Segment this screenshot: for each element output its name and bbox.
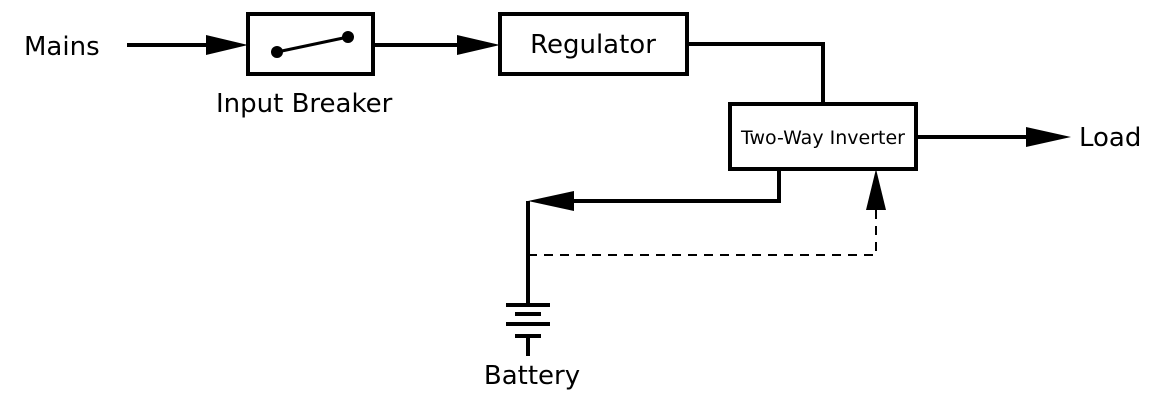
battery-to-inverter-dashed-line <box>528 169 886 256</box>
mains-to-breaker-arrow <box>127 35 248 55</box>
inverter-to-load-arrow <box>916 127 1071 147</box>
regulator-block: Regulator <box>498 12 689 76</box>
input-breaker-block <box>246 12 375 76</box>
battery-label: Battery <box>484 361 580 391</box>
regulator-to-inverter-line <box>687 42 825 104</box>
battery-icon <box>506 303 550 356</box>
regulator-label: Regulator <box>530 30 656 60</box>
load-label: Load <box>1079 123 1141 153</box>
inverter-to-battery-line <box>526 169 781 305</box>
inverter-block: Two-Way Inverter <box>728 102 918 171</box>
breaker-to-regulator-arrow <box>373 35 500 55</box>
inverter-label: Two-Way Inverter <box>740 127 905 149</box>
input-breaker-label: Input Breaker <box>216 89 393 119</box>
switch-icon <box>271 31 354 58</box>
mains-label: Mains <box>24 32 100 62</box>
